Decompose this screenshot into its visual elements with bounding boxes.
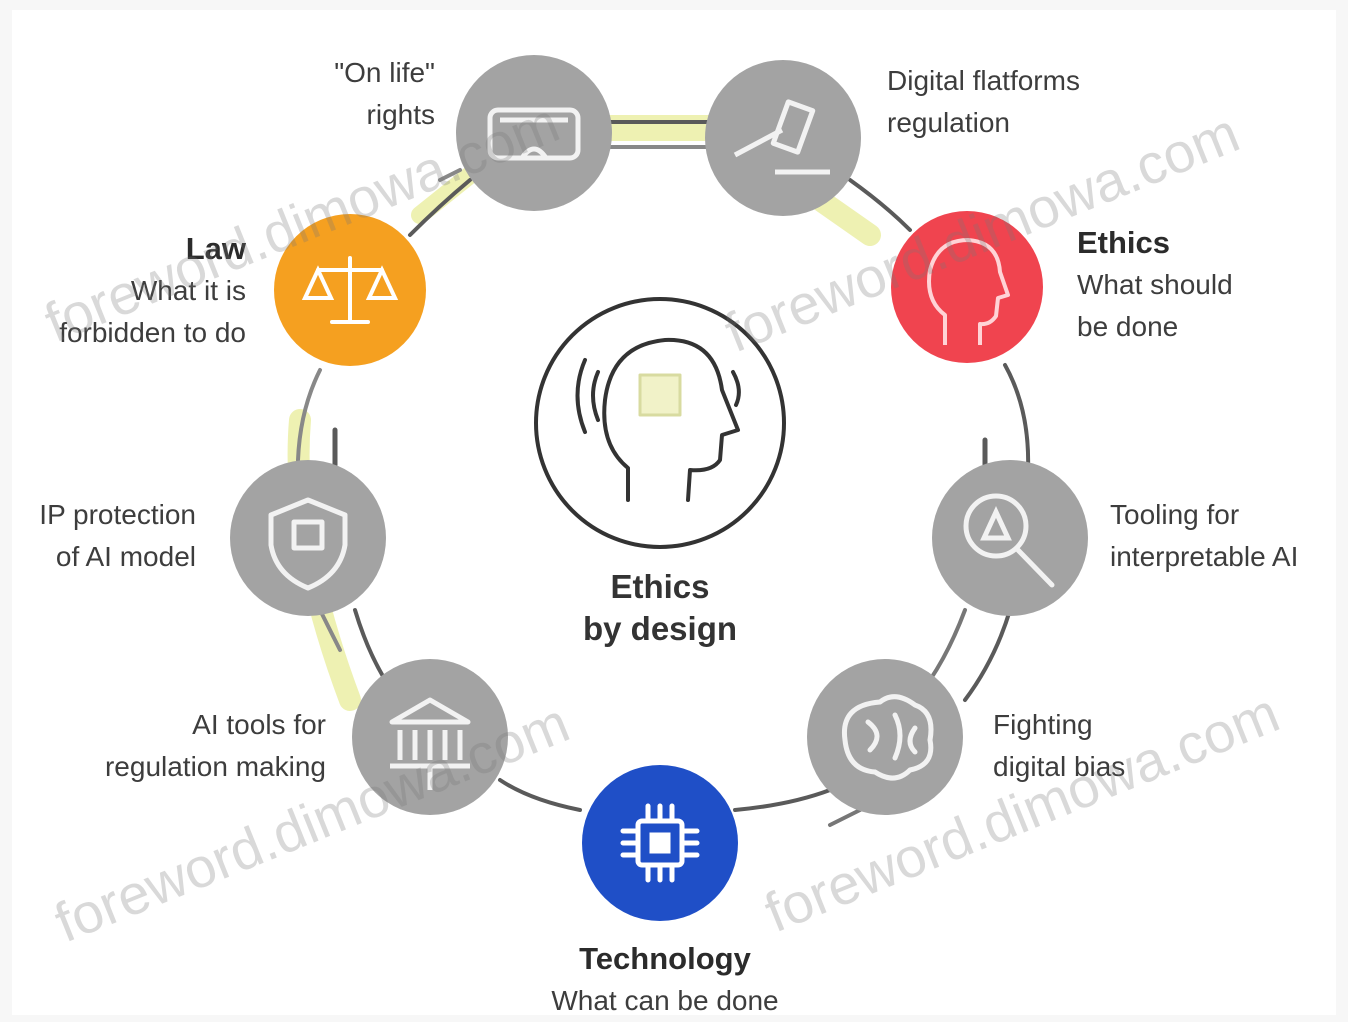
law-title: Law — [185, 231, 246, 266]
node-tooling — [932, 460, 1088, 616]
head-chip-icon — [575, 337, 741, 502]
brain-icon — [841, 694, 934, 781]
magnifier-network-icon — [963, 493, 1055, 588]
shield-icon — [268, 497, 348, 591]
label-technology: Technology What can be done — [500, 938, 830, 1022]
label-ai-tools: AI tools for regulation making — [104, 709, 326, 782]
chip-icon — [620, 803, 700, 883]
node-law — [274, 214, 426, 366]
technology-title: Technology — [579, 941, 751, 976]
ring-lines — [296, 120, 1031, 827]
label-ethics: Ethics What should be done — [1077, 222, 1297, 348]
label-bias: Fighting digital bias — [993, 709, 1126, 782]
node-ip — [230, 460, 386, 616]
label-law: Law What it is forbidden to do — [16, 228, 246, 354]
vr-glasses-icon — [487, 107, 581, 161]
node-ethics — [891, 211, 1043, 363]
label-on-life: "On life" rights — [334, 57, 435, 130]
ethics-title: Ethics — [1077, 225, 1171, 260]
scales-icon — [301, 256, 399, 324]
gavel-icon — [733, 99, 830, 175]
label-tooling: Tooling for interpretable AI — [1110, 499, 1299, 572]
node-on-life — [456, 55, 612, 211]
label-platforms: Digital flatforms regulation — [887, 65, 1080, 138]
label-ip: IP protection of AI model — [39, 499, 196, 572]
node-bias — [807, 659, 963, 815]
node-platforms — [705, 60, 861, 216]
person-head-icon — [927, 238, 1010, 345]
center-head — [534, 297, 786, 549]
node-technology — [582, 765, 738, 921]
center-title: Ethics by design — [582, 568, 738, 647]
bank-icon — [389, 697, 471, 790]
node-ai-tools — [352, 659, 508, 815]
